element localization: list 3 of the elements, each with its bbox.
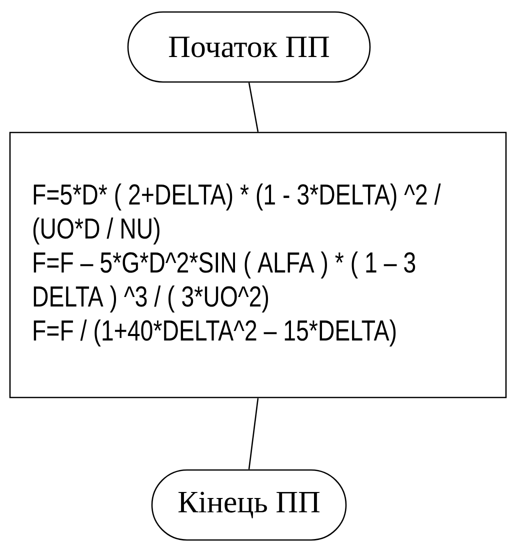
process-box: F=5*D* ( 2+DELTA) * (1 - 3*DELTA) ^2 / (UO*D / NU) F=F – 5*G*D^2*SIN ( ALFA ) * ( 1 – 3 DELTA ) ^3 / ( 3*UO^2) F=F / (1+40*DELTA^2 – 15*DELTA) [9,132,507,398]
connector-line [248,398,259,470]
connector-line [248,82,259,132]
